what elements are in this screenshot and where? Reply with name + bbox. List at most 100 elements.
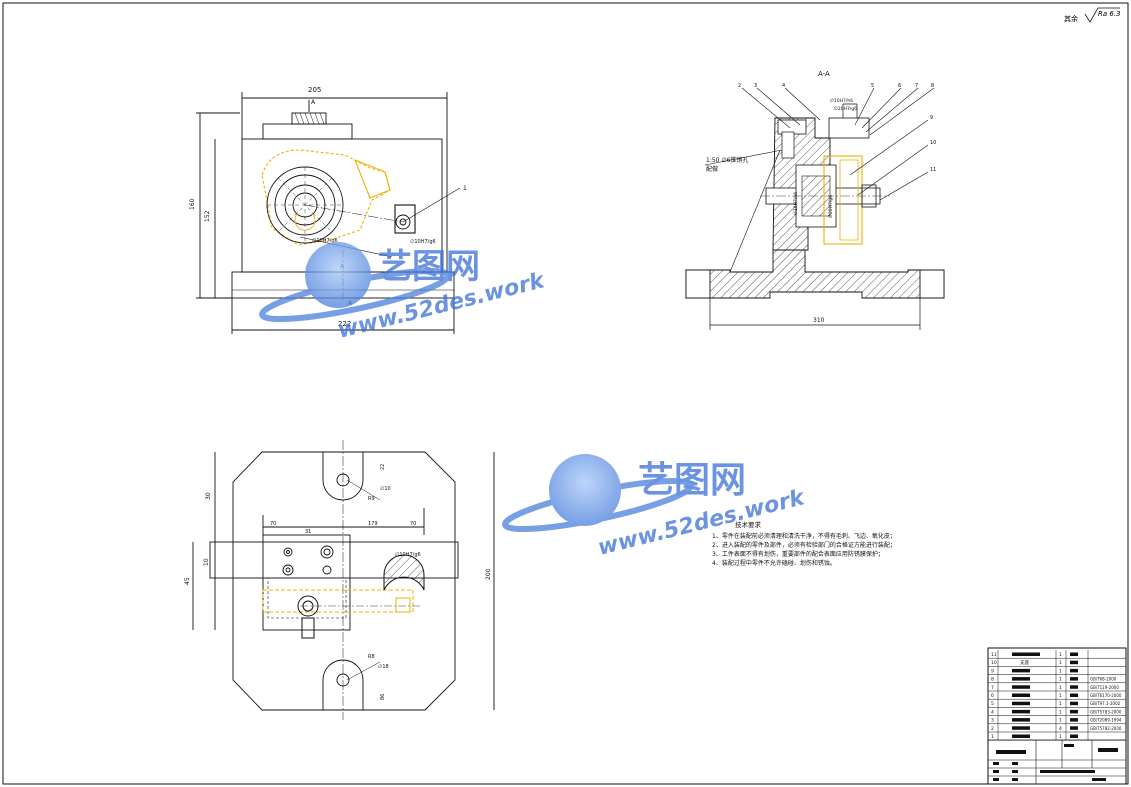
section-title: A-A [818, 70, 830, 78]
svg-text:∅18: ∅18 [378, 664, 389, 670]
svg-text:∅10H7/n6: ∅10H7/n6 [793, 192, 799, 215]
svg-text:86: 86 [380, 694, 386, 700]
parts-no: 6 [991, 693, 994, 699]
parts-no: 7 [991, 685, 994, 691]
parts-qty: 1 [1059, 734, 1062, 740]
parts-no: 9 [991, 668, 994, 674]
svg-text:10: 10 [203, 558, 210, 566]
front-lever-assembly [261, 149, 416, 246]
parts-material-redacted [1070, 693, 1078, 697]
parts-list-row: 6 1 GB/T6170-2000 [988, 693, 1126, 700]
svg-text:∅10H7/h6: ∅10H7/h6 [830, 98, 853, 104]
svg-text:5: 5 [871, 83, 874, 89]
parts-std: GB/T119-2000 [1090, 685, 1119, 690]
svg-text:6: 6 [898, 83, 901, 89]
front-tolerance-1: ∅10H7/g6 [312, 238, 338, 244]
svg-text:∅20H7/g6: ∅20H7/g6 [834, 106, 857, 112]
svg-text:1、零件在装配前必须清理和清洗干净，不得有毛刺、飞边、氧化皮: 1、零件在装配前必须清理和清洗干净，不得有毛刺、飞边、氧化皮； [712, 532, 896, 540]
svg-text:2: 2 [738, 83, 741, 89]
svg-text:31: 31 [305, 529, 311, 535]
parts-material-redacted [1070, 726, 1078, 730]
parts-name-redacted [1012, 652, 1040, 656]
parts-no: 5 [991, 701, 994, 707]
parts-material-redacted [1070, 668, 1078, 673]
parts-qty: 1 [1059, 685, 1062, 691]
parts-material-redacted [1070, 718, 1078, 722]
parts-qty: 1 [1059, 652, 1062, 658]
parts-qty: 1 [1059, 701, 1062, 707]
parts-list-row: 8 1 GB/T68-2000 [988, 677, 1126, 684]
parts-qty: 1 [1059, 718, 1062, 724]
parts-qty: 1 [1059, 660, 1062, 666]
parts-name-redacted [1012, 701, 1030, 706]
svg-text:技术要求: 技术要求 [735, 520, 762, 529]
svg-text:∅20H7/g6: ∅20H7/g6 [828, 195, 834, 218]
parts-qty: 1 [1059, 693, 1062, 699]
parts-std: GB/T97.1-2002 [1090, 701, 1121, 706]
svg-text:2、进入装配的零件及部件，必须有检验部门的合格证方能进行装配: 2、进入装配的零件及部件，必须有检验部门的合格证方能进行装配； [712, 541, 896, 549]
parts-std: GB/T5782-2000 [1090, 726, 1122, 731]
svg-text:222: 222 [338, 320, 351, 328]
parts-std: GB/T2089-1994 [1090, 718, 1122, 723]
top-lever-assembly [262, 554, 425, 639]
section-note-2: 配做 [706, 165, 718, 173]
watermark-logo-1: 艺图网 www.52des.work [259, 242, 548, 344]
parts-material-redacted [1070, 709, 1078, 714]
svg-text:其余: 其余 [1064, 14, 1078, 23]
front-tolerance-2: ∅10H7/g6 [410, 239, 436, 245]
svg-text:R8: R8 [368, 654, 375, 660]
parts-name-redacted [1012, 685, 1030, 689]
svg-text:艺图网: 艺图网 [378, 247, 480, 287]
parts-no: 1 [991, 734, 994, 740]
svg-text:8: 8 [931, 83, 934, 89]
front-wheel [266, 166, 461, 258]
parts-name-redacted [1012, 693, 1030, 697]
parts-name-redacted [1012, 709, 1030, 714]
svg-text:10: 10 [930, 140, 936, 146]
section-note-1: 1:50 ∅6锥销孔 [706, 156, 748, 164]
svg-text:9: 9 [930, 115, 933, 121]
svg-text:3、工件表面不得有划伤，重要部件的配合表面应用防锈膜保护；: 3、工件表面不得有划伤，重要部件的配合表面应用防锈膜保护； [712, 550, 884, 558]
parts-std: GB/T5783-2000 [1090, 709, 1122, 714]
parts-material-redacted [1070, 701, 1078, 706]
svg-text:Ra 6.3: Ra 6.3 [1098, 10, 1121, 18]
svg-text:310: 310 [813, 317, 825, 324]
svg-text:160: 160 [189, 198, 196, 210]
parts-list-row: 5 1 GB/T97.1-2002 [988, 701, 1126, 708]
parts-no: 11 [991, 652, 997, 658]
parts-name: 支座 [1020, 659, 1029, 666]
parts-material-redacted [1070, 734, 1078, 738]
parts-name-redacted [1012, 734, 1030, 738]
parts-no: 8 [991, 677, 994, 683]
parts-material-redacted [1070, 660, 1078, 665]
svg-text:22: 22 [380, 464, 386, 470]
svg-text:70: 70 [270, 521, 276, 527]
svg-text:A: A [311, 99, 316, 106]
svg-text:7: 7 [915, 83, 918, 89]
svg-text:152: 152 [204, 210, 211, 222]
svg-text:70: 70 [410, 521, 416, 527]
svg-text:45: 45 [184, 577, 191, 585]
parts-name-redacted [1012, 726, 1030, 730]
top-tolerance: ∅10H7/g6 [395, 552, 421, 558]
balloon-1: 1 [463, 185, 467, 192]
parts-list-row: 7 1 GB/T119-2000 [988, 685, 1126, 692]
parts-std: GB/T6170-2000 [1090, 693, 1122, 698]
svg-text:R9: R9 [368, 496, 375, 502]
parts-qty: 1 [1059, 677, 1062, 683]
parts-name-redacted [1012, 677, 1030, 681]
section-view: 310 2 3 4 5 6 7 8 9 10 11 ∅10H7/h6 ∅20H7… [685, 83, 945, 330]
parts-std: GB/T68-2000 [1090, 677, 1117, 682]
svg-text:11: 11 [930, 167, 936, 173]
roughness-note: 其余 Ra 6.3 [1064, 7, 1121, 23]
svg-text:3: 3 [754, 83, 757, 89]
parts-material-redacted [1070, 677, 1078, 681]
